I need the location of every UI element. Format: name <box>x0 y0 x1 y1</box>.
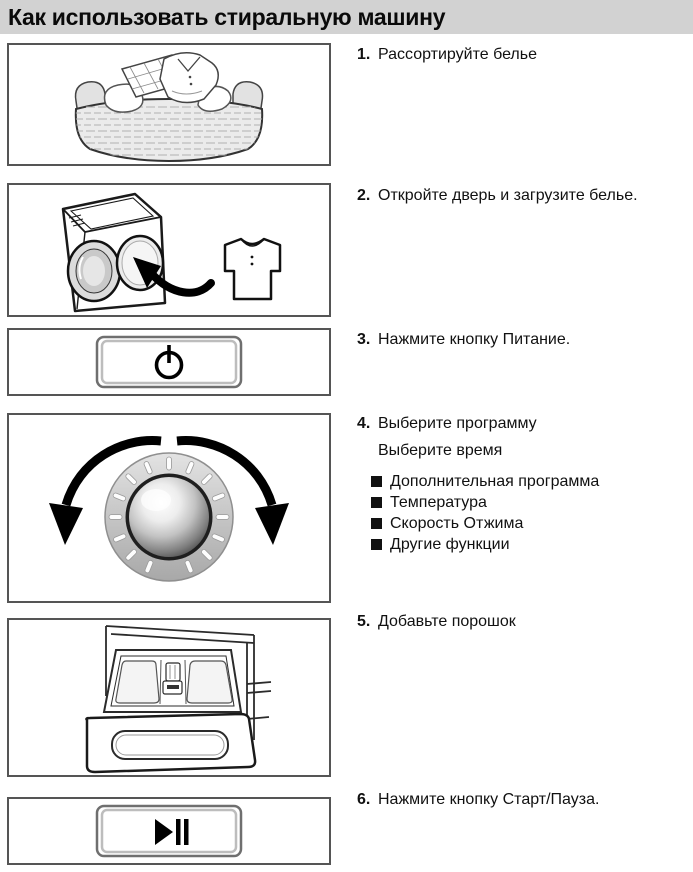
laundry-basket-icon <box>74 51 264 162</box>
option-label: Температура <box>390 493 487 511</box>
step3-instruction: Нажмите кнопку Питание. <box>378 331 571 348</box>
step4-illustration-box <box>7 413 331 603</box>
list-item: Температура <box>371 492 599 513</box>
option-label: Другие функции <box>390 535 510 553</box>
washer-door-loading-icon <box>61 192 282 313</box>
step6-instruction: Нажмите кнопку Старт/Пауза. <box>378 791 600 808</box>
page-title-bar: Как использовать стиральную машину <box>0 0 693 34</box>
step5-number: 5. <box>357 613 371 630</box>
step6-number: 6. <box>357 791 371 808</box>
step2-text: 2. Откройте дверь и загрузите белье. <box>357 186 638 206</box>
step1-number: 1. <box>357 46 371 63</box>
option-label: Скорость Отжима <box>390 514 524 532</box>
list-item: Другие функции <box>371 534 599 555</box>
step4-number: 4. <box>357 415 371 432</box>
step6-illustration-box <box>7 797 331 865</box>
step5-instruction: Добавьте порошок <box>378 613 516 630</box>
power-button-icon <box>95 335 243 389</box>
step6-text: 6. Нажмите кнопку Старт/Пауза. <box>357 790 599 810</box>
step2-instruction: Откройте дверь и загрузите белье. <box>378 187 638 204</box>
start-pause-button-icon <box>95 804 243 858</box>
list-item: Скорость Отжима <box>371 513 599 534</box>
step4-instruction: Выберите программу <box>378 415 537 432</box>
detergent-drawer-icon <box>85 624 272 773</box>
list-item: Дополнительная программа <box>371 471 599 492</box>
step3-number: 3. <box>357 331 371 348</box>
step3-text: 3. Нажмите кнопку Питание. <box>357 330 570 350</box>
bullet-square-icon <box>371 539 382 550</box>
step1-instruction: Рассортируйте белье <box>378 46 537 63</box>
bullet-square-icon <box>371 476 382 487</box>
step4-options-list: Дополнительная программа Температура Ско… <box>371 471 599 555</box>
step4-subinstruction: Выберите время <box>378 442 503 459</box>
step5-illustration-box <box>7 618 331 777</box>
step1-text: 1. Рассортируйте белье <box>357 45 537 65</box>
step2-number: 2. <box>357 187 371 204</box>
step1-illustration-box <box>7 43 331 166</box>
option-label: Дополнительная программа <box>390 472 600 490</box>
program-dial-icon <box>49 436 289 582</box>
bullet-square-icon <box>371 497 382 508</box>
page-title: Как использовать стиральную машину <box>8 3 446 30</box>
step2-illustration-box <box>7 183 331 317</box>
step4-text: 4. Выберите программу Выберите время Доп… <box>357 414 599 555</box>
bullet-square-icon <box>371 518 382 529</box>
step3-illustration-box <box>7 328 331 396</box>
step5-text: 5. Добавьте порошок <box>357 612 516 632</box>
